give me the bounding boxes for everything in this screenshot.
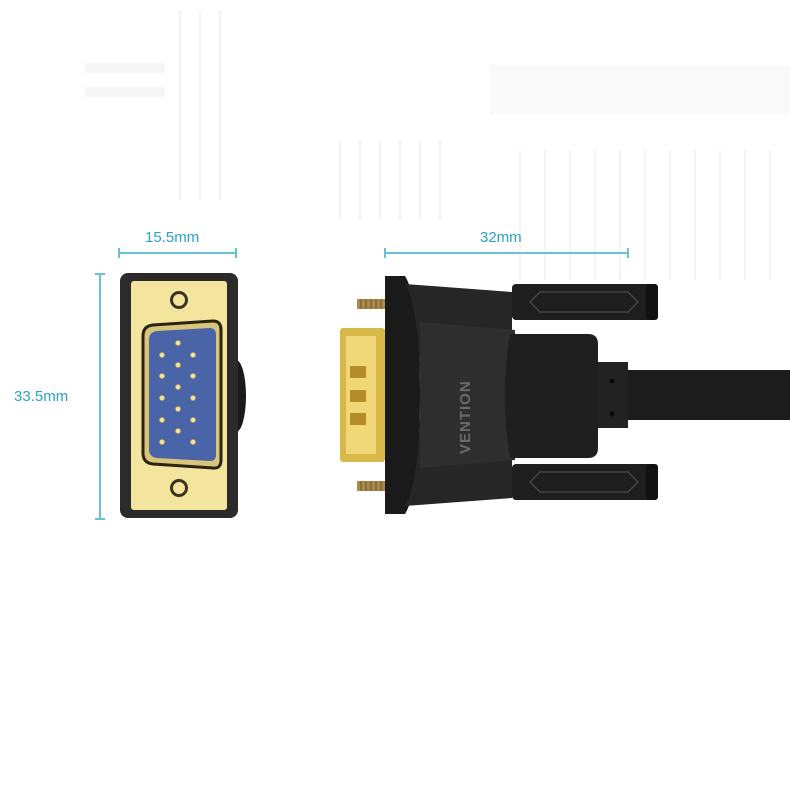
front-height-line: [99, 273, 101, 520]
side-length-tick-left: [384, 248, 386, 258]
front-width-label: 15.5mm: [145, 229, 200, 246]
side-length-label: 32mm: [480, 229, 522, 246]
side-length-line: [384, 252, 629, 254]
front-width-line: [118, 252, 236, 254]
brand-text: VENTION: [457, 380, 474, 454]
front-width-tick-right: [235, 248, 237, 258]
front-height-tick-bottom: [95, 518, 105, 520]
front-width-tick-left: [118, 248, 120, 258]
front-height-tick-top: [95, 273, 105, 275]
front-height-label: 33.5mm: [14, 388, 69, 405]
side-length-tick-right: [627, 248, 629, 258]
